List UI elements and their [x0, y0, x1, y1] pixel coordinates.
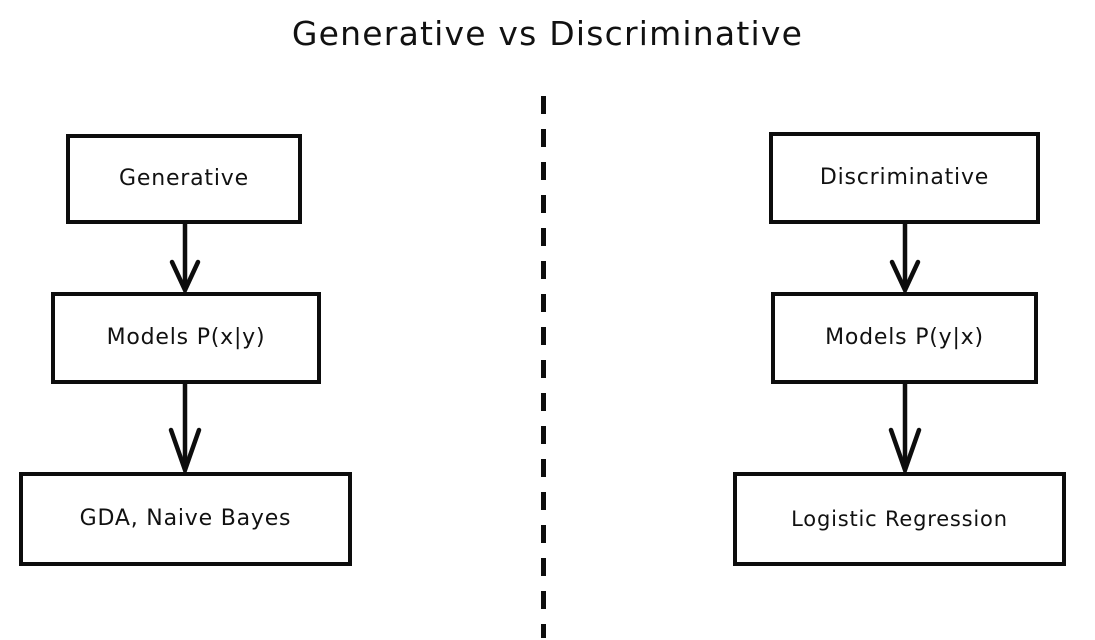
node-generative-examples-label: GDA, Naive Bayes [79, 506, 292, 531]
node-generative-models[interactable]: Models P(x|y) [51, 292, 321, 384]
node-discriminative-label: Discriminative [819, 165, 990, 190]
node-discriminative[interactable]: Discriminative [769, 132, 1040, 224]
page-title: Generative vs Discriminative [291, 14, 804, 53]
node-discriminative-examples[interactable]: Logistic Regression [733, 472, 1066, 566]
arrow-discriminative-to-models [889, 224, 921, 296]
node-generative-models-label: Models P(x|y) [106, 325, 266, 350]
dashed-vertical-divider [541, 96, 546, 638]
node-discriminative-models-label: Models P(y|x) [825, 325, 984, 350]
arrow-models-to-examples-left [168, 384, 202, 477]
node-generative-examples[interactable]: GDA, Naive Bayes [19, 472, 352, 566]
arrow-models-to-examples-right [888, 384, 922, 477]
node-generative-label: Generative [119, 166, 249, 191]
node-discriminative-examples-label: Logistic Regression [791, 506, 1008, 531]
node-generative[interactable]: Generative [66, 134, 302, 224]
arrow-generative-to-models [169, 224, 201, 296]
node-discriminative-models[interactable]: Models P(y|x) [771, 292, 1038, 384]
